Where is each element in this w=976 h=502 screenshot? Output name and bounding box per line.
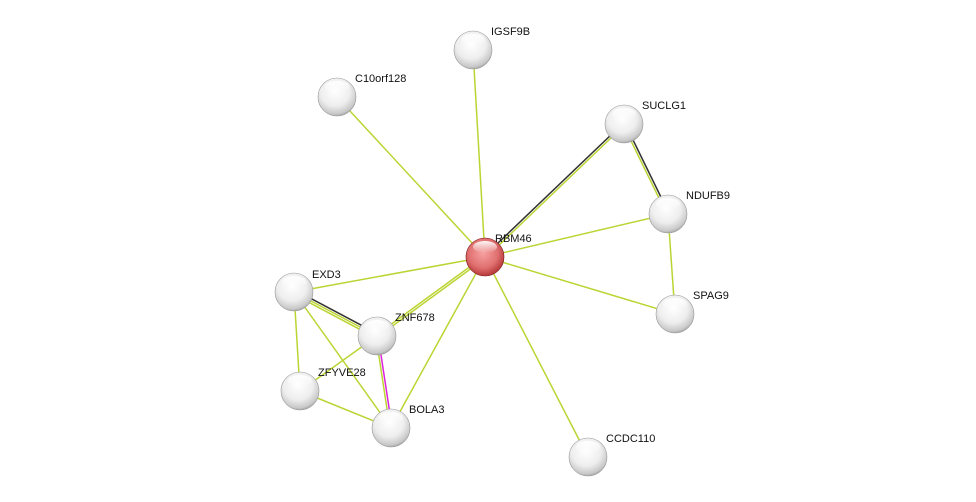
- node-highlight: [473, 241, 497, 253]
- node-label: ZFYVE28: [318, 367, 366, 379]
- edge-RBM46-NDUFB9[interactable]: [484, 213, 669, 258]
- node-highlight: [325, 81, 349, 93]
- node-label: NDUFB9: [686, 190, 730, 202]
- node-highlight: [461, 34, 485, 46]
- edge-line-textmining: [472, 49, 486, 258]
- node-exd3[interactable]: EXD3: [274, 269, 341, 312]
- node-highlight: [365, 320, 389, 332]
- node-ndufb9[interactable]: NDUFB9: [648, 190, 730, 234]
- node-c10orf128[interactable]: C10orf128: [317, 73, 406, 117]
- node-znf678[interactable]: ZNF678: [357, 312, 435, 356]
- node-label: C10orf128: [355, 73, 406, 85]
- edge-line-textmining: [484, 256, 676, 315]
- edge-line-textmining: [377, 257, 487, 338]
- edge-line-textmining: [484, 213, 669, 258]
- node-suclg1[interactable]: SUCLG1: [604, 100, 686, 144]
- node-rbm46[interactable]: RBM46: [465, 233, 532, 277]
- edge-RBM46-EXD3[interactable]: [293, 256, 486, 293]
- edge-line-coexpression: [483, 122, 624, 257]
- edge-line-textmining: [390, 256, 486, 429]
- node-igsf9b[interactable]: IGSF9B: [453, 26, 530, 70]
- node-highlight: [379, 412, 403, 424]
- edge-RBM46-SPAG9[interactable]: [484, 256, 676, 315]
- node-highlight: [288, 375, 312, 387]
- node-layer: RBM46 IGSF9B C10orf128SUCLG1NDUFB9SPAG9CCD…: [274, 26, 730, 477]
- node-highlight: [612, 108, 636, 120]
- edge-RBM46-IGSF9B[interactable]: [472, 49, 486, 258]
- node-highlight: [282, 276, 306, 288]
- edge-line-textmining: [375, 255, 485, 336]
- node-label: BOLA3: [409, 404, 444, 416]
- node-zfyve28[interactable]: ZFYVE28: [280, 367, 366, 411]
- edge-RBM46-CCDC110[interactable]: [484, 256, 589, 458]
- edge-RBM46-ZNF678[interactable]: [375, 255, 487, 338]
- node-label: IGSF9B: [491, 26, 530, 38]
- node-highlight: [663, 298, 687, 310]
- edge-RBM46-BOLA3[interactable]: [390, 256, 486, 429]
- node-label: SPAG9: [693, 290, 729, 302]
- edge-RBM46-C10orf128[interactable]: [336, 96, 486, 258]
- node-label: RBM46: [495, 233, 532, 245]
- node-label: ZNF678: [395, 312, 435, 324]
- edge-line-textmining: [485, 124, 626, 259]
- node-highlight: [656, 198, 680, 210]
- edge-RBM46-SUCLG1[interactable]: [483, 122, 626, 259]
- node-label: SUCLG1: [642, 100, 686, 112]
- edge-line-textmining: [336, 96, 486, 258]
- node-ccdc110[interactable]: CCDC110: [568, 433, 655, 477]
- node-highlight: [576, 441, 600, 453]
- node-bola3[interactable]: BOLA3: [371, 404, 444, 448]
- node-label: EXD3: [312, 269, 341, 281]
- edge-line-textmining: [484, 256, 589, 458]
- edge-line-textmining: [293, 256, 486, 293]
- node-spag9[interactable]: SPAG9: [655, 290, 729, 334]
- node-label: CCDC110: [606, 433, 655, 445]
